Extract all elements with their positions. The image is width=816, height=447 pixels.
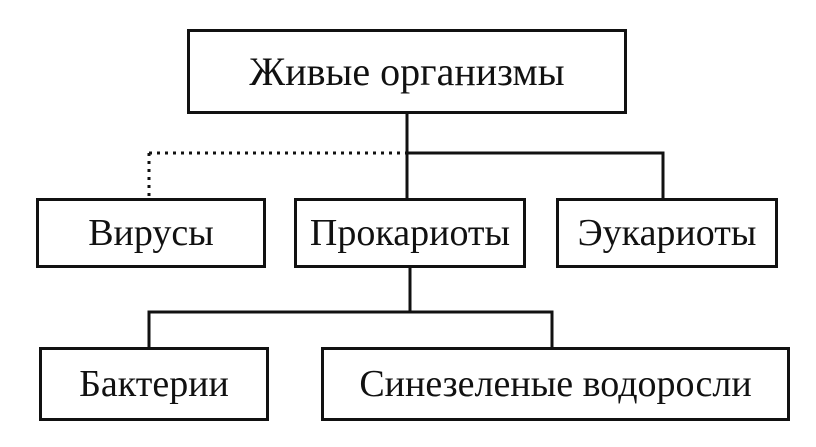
node-cyanobacteria-label: Синезеленые водоросли [359,363,752,405]
node-viruses-label: Вирусы [88,212,214,254]
node-prokaryotes: Прокариоты [294,198,526,268]
node-bacteria-label: Бактерии [79,363,229,405]
node-living-organisms-label: Живые организмы [249,48,565,94]
node-living-organisms: Живые организмы [187,29,627,114]
node-prokaryotes-label: Прокариоты [309,212,511,254]
node-bacteria: Бактерии [39,347,269,421]
node-cyanobacteria: Синезеленые водоросли [321,347,790,421]
node-eukaryotes: Эукариоты [556,198,778,268]
node-eukaryotes-label: Эукариоты [577,212,757,254]
node-viruses: Вирусы [36,198,266,268]
